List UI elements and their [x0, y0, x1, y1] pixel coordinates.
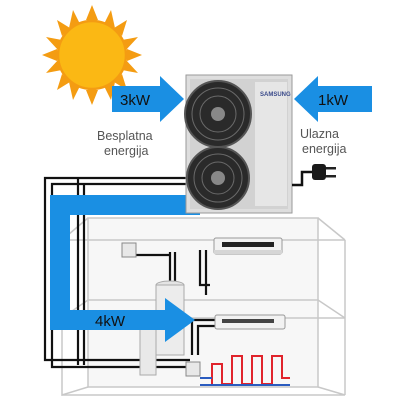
input-energy-value: 1kW: [318, 92, 349, 109]
underfloor-return-pipe: [200, 377, 290, 386]
sun-icon: [42, 5, 142, 105]
input-energy-caption-line1: Ulazna: [300, 127, 339, 141]
junction-box-lower: [185, 361, 201, 377]
house-outline: [61, 217, 346, 397]
free-energy-caption-line2: energija: [104, 144, 149, 158]
outdoor-heat-pump-unit: SAMSUNG: [184, 74, 293, 214]
free-energy-arrow: 3kW: [112, 76, 184, 122]
free-energy-caption-line1: Besplatna: [97, 129, 153, 143]
free-energy-value: 3kW: [120, 92, 151, 109]
fan-icon-upper: [184, 80, 252, 148]
junction-box-upper: [121, 242, 137, 258]
power-plug-icon: [292, 164, 336, 187]
output-energy-value: 4kW: [95, 313, 126, 330]
fan-icon-lower: [186, 146, 250, 210]
wall-ac-unit-upper: [213, 237, 283, 255]
brand-label: SAMSUNG: [260, 92, 291, 98]
input-energy-arrow: 1kW: [294, 76, 372, 122]
output-energy-arrow: [50, 195, 200, 342]
input-energy-caption-line2: energija: [302, 142, 347, 156]
wall-ac-unit-lower: [214, 314, 286, 330]
